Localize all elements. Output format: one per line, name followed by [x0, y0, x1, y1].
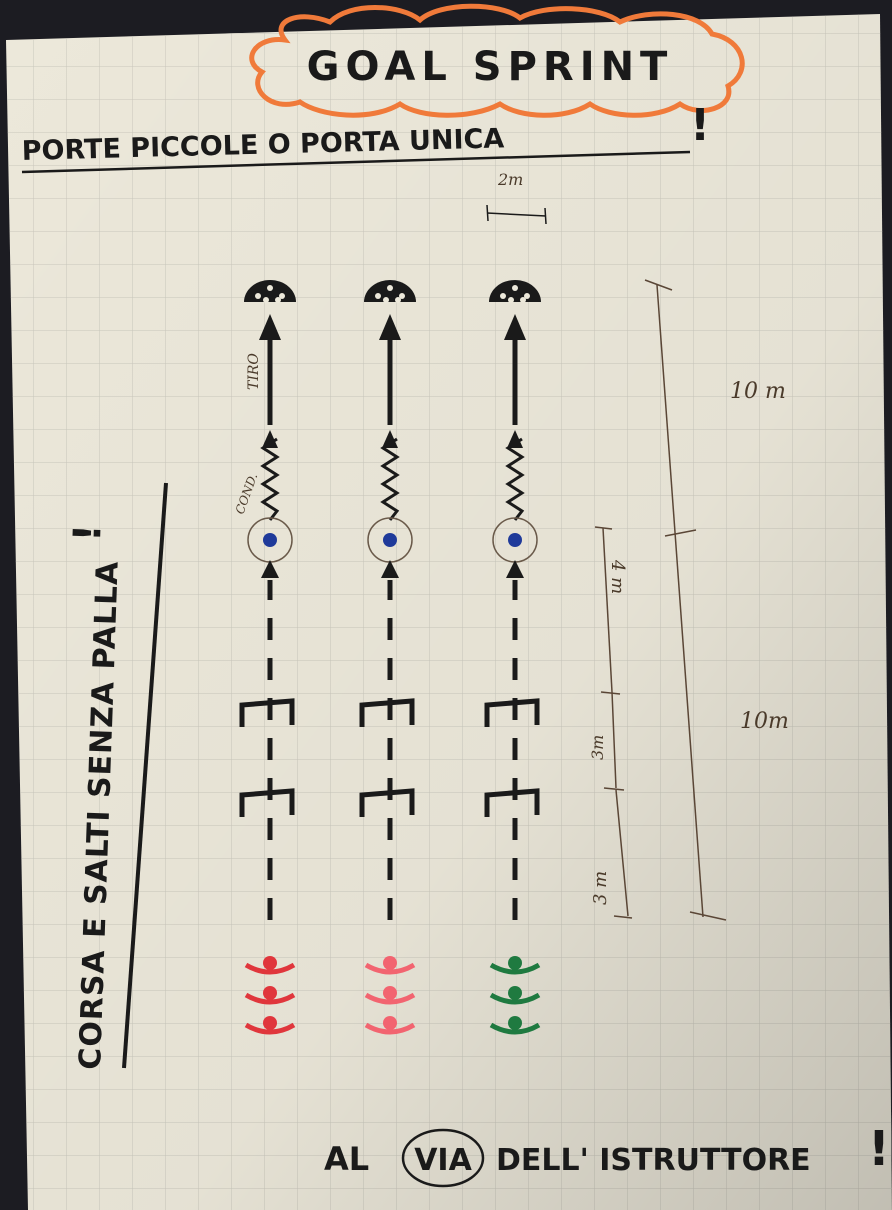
side-exclamation: ! [65, 523, 110, 542]
segment-top-label: 4 m [607, 559, 628, 594]
cone-icon [263, 533, 277, 547]
player-head [383, 956, 397, 970]
cone-icon [383, 533, 397, 547]
goal-net-hole [508, 297, 514, 303]
goal-net-hole [520, 297, 526, 303]
paper-shadow [6, 14, 892, 1210]
width-label: 2m [497, 170, 523, 189]
player-head [263, 1016, 277, 1030]
bottom-exclamation: ! [868, 1121, 890, 1177]
cone-icon [508, 533, 522, 547]
goal-net-hole [263, 297, 269, 303]
goal-net-hole [500, 293, 506, 299]
goal-net-hole [383, 297, 389, 303]
player-head [508, 986, 522, 1000]
goal-net-hole [387, 285, 393, 291]
tiro-label: TIRO [246, 353, 262, 390]
player-head [263, 986, 277, 1000]
total-lower-label: 10m [740, 709, 789, 734]
subtitle-exclamation: ! [690, 100, 710, 151]
title-text: GOAL SPRINT [307, 44, 674, 90]
goal-net-hole [255, 293, 261, 299]
segment-mid-label: 3m [588, 735, 607, 760]
segment-bottom-label: 3 m [590, 871, 611, 905]
player-head [383, 1016, 397, 1030]
player-head [508, 1016, 522, 1030]
goal-net-hole [275, 297, 281, 303]
bottom-text-circled: VIA [414, 1143, 472, 1178]
total-upper-label: 10 m [730, 379, 786, 404]
player-head [508, 956, 522, 970]
goal-net-hole [395, 297, 401, 303]
player-head [383, 986, 397, 1000]
goal-net-hole [512, 285, 518, 291]
goal-net-hole [375, 293, 381, 299]
goal-net-hole [267, 285, 273, 291]
bottom-text-pre: AL [324, 1140, 369, 1178]
player-head [263, 956, 277, 970]
bottom-text-post: DELL' ISTRUTTORE [496, 1143, 811, 1178]
